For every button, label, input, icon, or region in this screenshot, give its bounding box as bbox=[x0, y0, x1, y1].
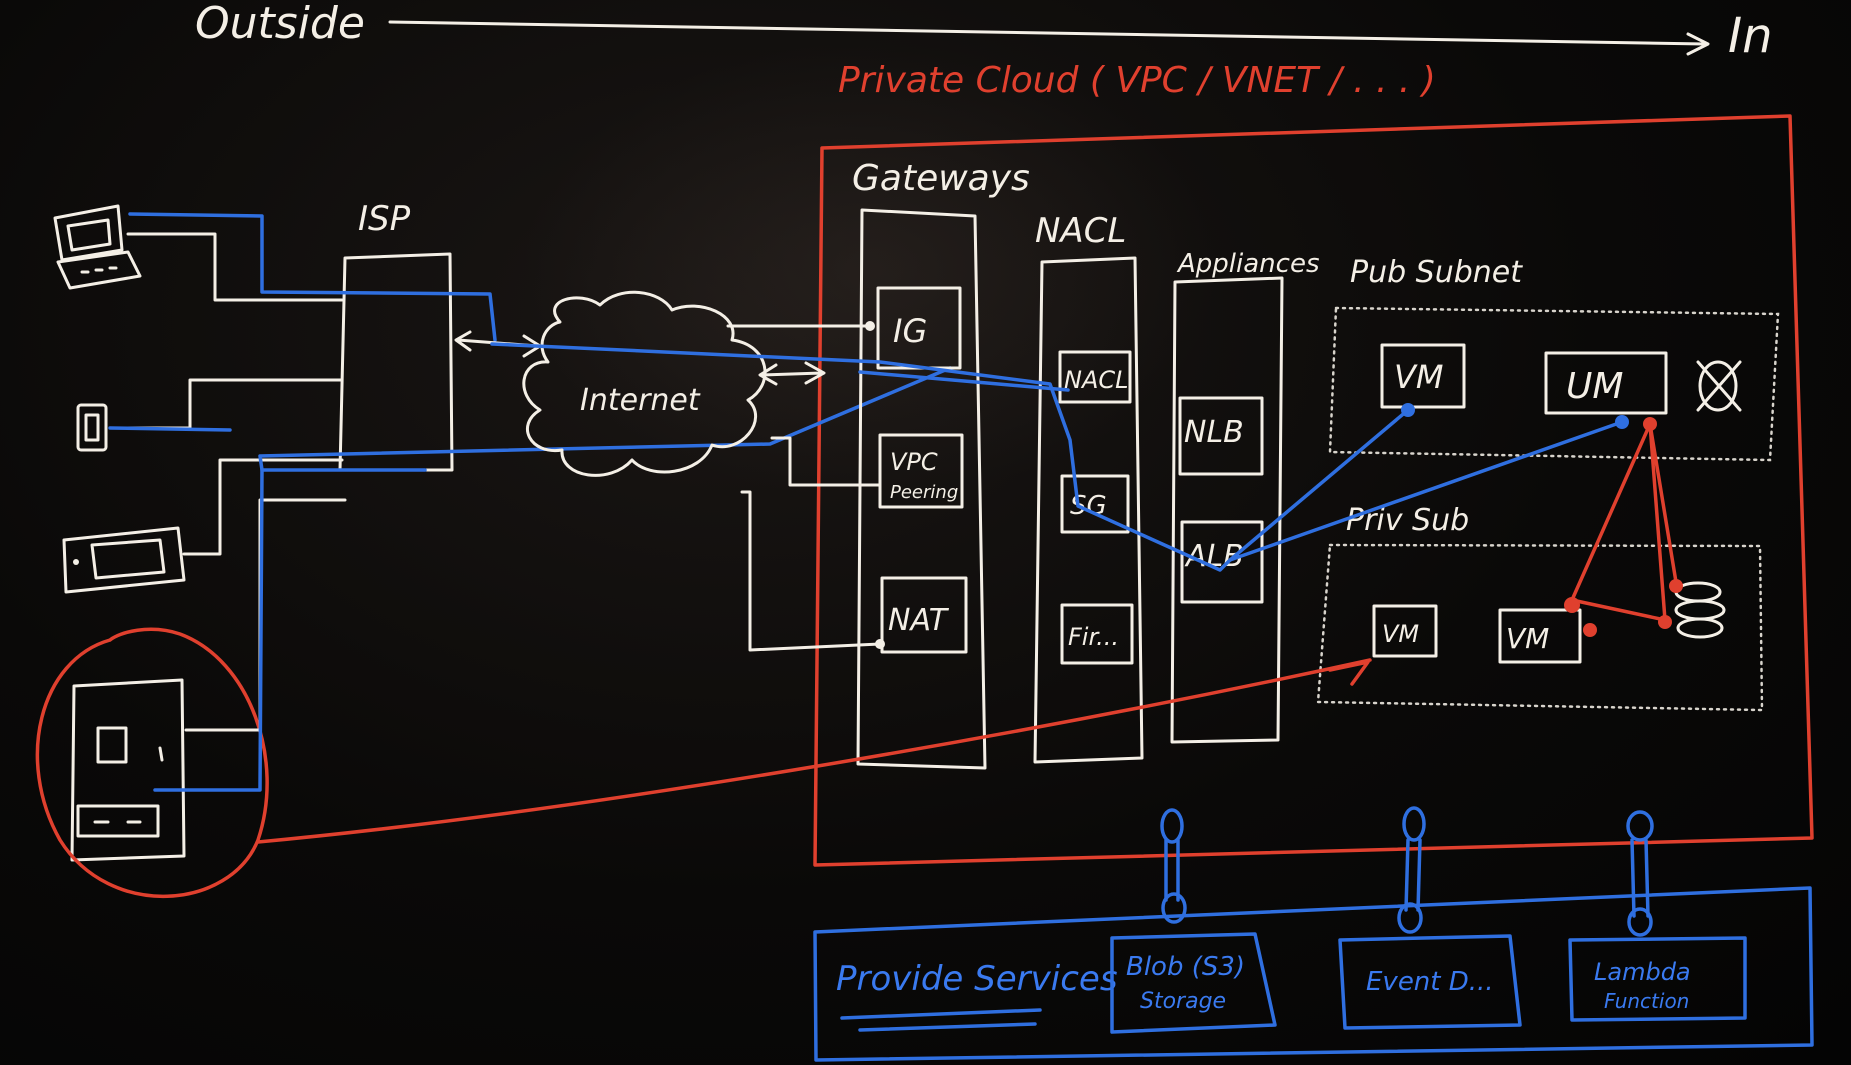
pub-subnet-label: Pub Subnet bbox=[1350, 255, 1523, 290]
blob-label-2: Storage bbox=[1140, 989, 1226, 1014]
crossed-out-icon bbox=[1696, 360, 1742, 412]
isp-box bbox=[338, 252, 454, 472]
vm-pub-1-label: VM bbox=[1394, 358, 1444, 396]
cloud-icon bbox=[522, 290, 767, 477]
provide-services-label: Provide Services bbox=[836, 959, 1118, 999]
gateways-label: Gateways bbox=[852, 158, 1030, 199]
firewall-box bbox=[1060, 603, 1134, 665]
event-box bbox=[1338, 934, 1522, 1030]
nacl-box bbox=[1058, 350, 1132, 404]
vm-box-priv-1 bbox=[1372, 604, 1438, 658]
blob-label-1: Blob (S3) bbox=[1126, 952, 1245, 982]
vm-box-pub-1 bbox=[1380, 343, 1466, 409]
background-blur bbox=[520, 40, 1220, 500]
ig-label: IG bbox=[893, 312, 927, 350]
endpoint-event bbox=[1397, 806, 1426, 934]
lambda-label-2: Function bbox=[1604, 989, 1689, 1013]
arrowhead-icon bbox=[1686, 32, 1710, 56]
pub-subnet-box bbox=[1328, 306, 1780, 462]
nat-box bbox=[880, 576, 968, 654]
nat-label: NAT bbox=[888, 603, 950, 638]
alb-box bbox=[1180, 520, 1264, 604]
laptop-icon bbox=[53, 204, 142, 290]
appliances-column bbox=[1170, 276, 1284, 744]
sg-box bbox=[1060, 474, 1130, 534]
lambda-box bbox=[1568, 936, 1747, 1022]
nacl-column bbox=[1033, 256, 1144, 764]
gateways-column bbox=[856, 208, 987, 770]
priv-sub-box bbox=[1316, 543, 1764, 712]
nacl-header: NACL bbox=[1035, 211, 1126, 251]
endpoint-blob bbox=[1160, 808, 1187, 924]
tablet-icon bbox=[62, 526, 186, 594]
vpc-peering-label-1: VPC bbox=[890, 448, 938, 476]
blob-storage-box bbox=[1110, 932, 1277, 1034]
on-prem-circle bbox=[35, 627, 269, 898]
database-icon bbox=[1674, 581, 1726, 639]
provide-services-boundary bbox=[813, 886, 1814, 1062]
vm-priv-2-label: VM bbox=[1506, 622, 1549, 655]
isp-label: ISP bbox=[358, 199, 411, 239]
vpc-peering-box bbox=[878, 433, 964, 509]
phone-icon bbox=[76, 403, 108, 452]
vpc-peering-label-2: Peering bbox=[890, 482, 958, 503]
nacl-box-label: NACL bbox=[1064, 366, 1129, 394]
server-icon bbox=[70, 678, 186, 862]
internet-label: Internet bbox=[580, 383, 701, 418]
private-cloud-title: Private Cloud ( VPC / VNET / . . . ) bbox=[838, 60, 1436, 101]
vm-priv-1-label: VM bbox=[1382, 620, 1419, 648]
appliances-label: Appliances bbox=[1176, 249, 1320, 279]
in-label: In bbox=[1728, 8, 1773, 64]
vm-pub-2-label: UM bbox=[1566, 366, 1623, 407]
outside-label: Outside bbox=[195, 0, 365, 49]
vm-box-priv-2 bbox=[1498, 608, 1582, 664]
priv-sub-label: Priv Sub bbox=[1346, 503, 1469, 538]
vm-box-pub-2 bbox=[1544, 351, 1668, 415]
nlb-box bbox=[1178, 396, 1264, 476]
firewall-label: Fir... bbox=[1068, 623, 1119, 651]
direction-arrow bbox=[388, 20, 1707, 46]
private-cloud-boundary bbox=[813, 114, 1814, 867]
event-label: Event D... bbox=[1366, 967, 1494, 997]
nlb-label: NLB bbox=[1184, 415, 1244, 450]
lambda-label-1: Lambda bbox=[1594, 958, 1691, 986]
endpoint-lambda bbox=[1626, 810, 1654, 937]
